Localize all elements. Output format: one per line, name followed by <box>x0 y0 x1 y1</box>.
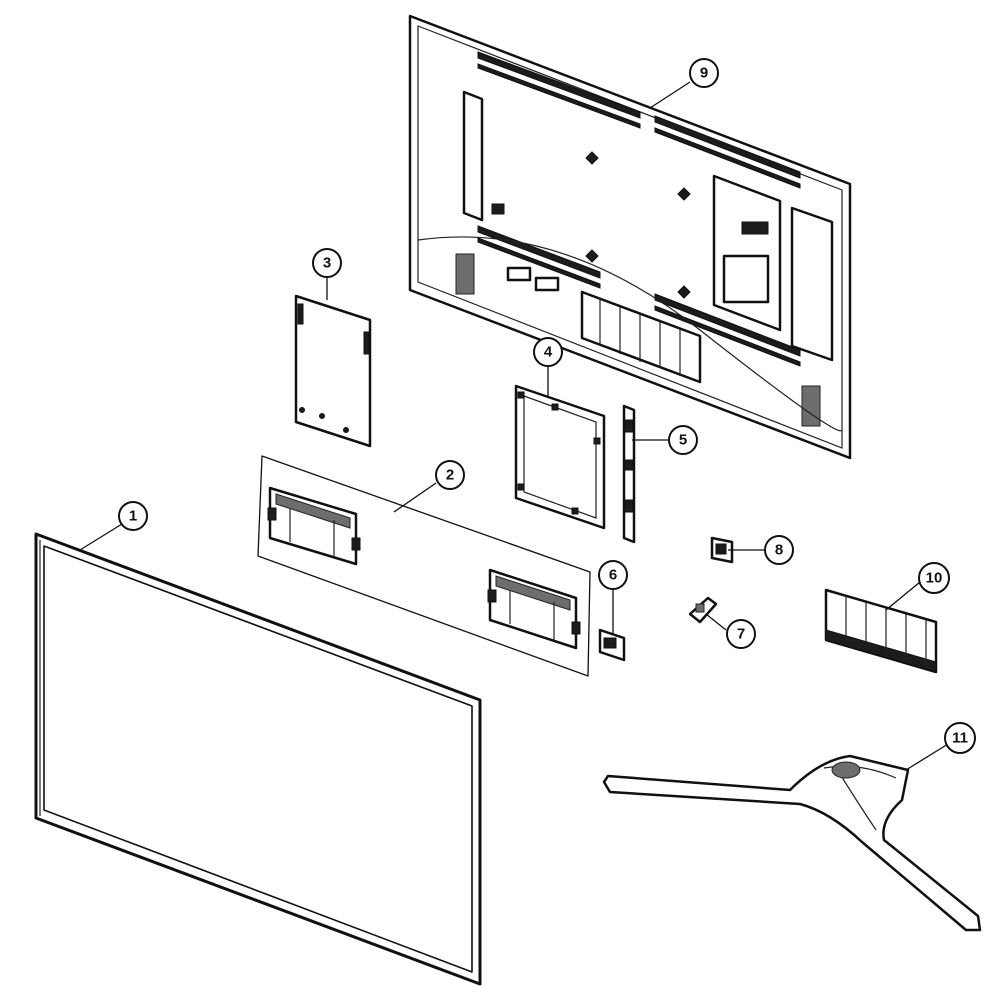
callout-4: 4 <box>533 337 563 367</box>
side-board-strip <box>622 404 636 544</box>
callout-label: 3 <box>323 255 331 272</box>
callout-9: 9 <box>689 58 719 88</box>
rear-cover <box>408 14 852 460</box>
callout-label: 10 <box>926 570 943 587</box>
callout-11: 11 <box>944 722 976 754</box>
callout-7: 7 <box>726 619 756 649</box>
callout-1: 1 <box>118 501 148 531</box>
callout-label: 8 <box>775 542 783 559</box>
display-panel <box>34 532 482 986</box>
callout-label: 2 <box>446 467 454 484</box>
stand <box>602 754 982 932</box>
callout-label: 6 <box>609 567 617 584</box>
ir-sensor-clip <box>598 628 626 662</box>
main-board <box>294 294 372 448</box>
callout-2: 2 <box>435 460 465 490</box>
callout-5: 5 <box>668 425 698 455</box>
holder <box>710 536 734 564</box>
callout-10: 10 <box>918 562 950 594</box>
leader-lines <box>79 81 949 771</box>
callout-label: 11 <box>952 730 968 747</box>
callout-label: 1 <box>129 508 137 525</box>
callout-3: 3 <box>312 248 342 278</box>
stand-guide <box>824 588 938 674</box>
callout-6: 6 <box>598 560 628 590</box>
callout-label: 7 <box>737 626 745 643</box>
callout-label: 4 <box>544 344 553 361</box>
cable-clip <box>688 596 718 624</box>
power-board <box>514 384 606 530</box>
bracket-set <box>257 455 591 677</box>
callout-8: 8 <box>764 535 794 565</box>
callout-label: 5 <box>679 432 687 449</box>
callout-label: 9 <box>700 65 708 82</box>
